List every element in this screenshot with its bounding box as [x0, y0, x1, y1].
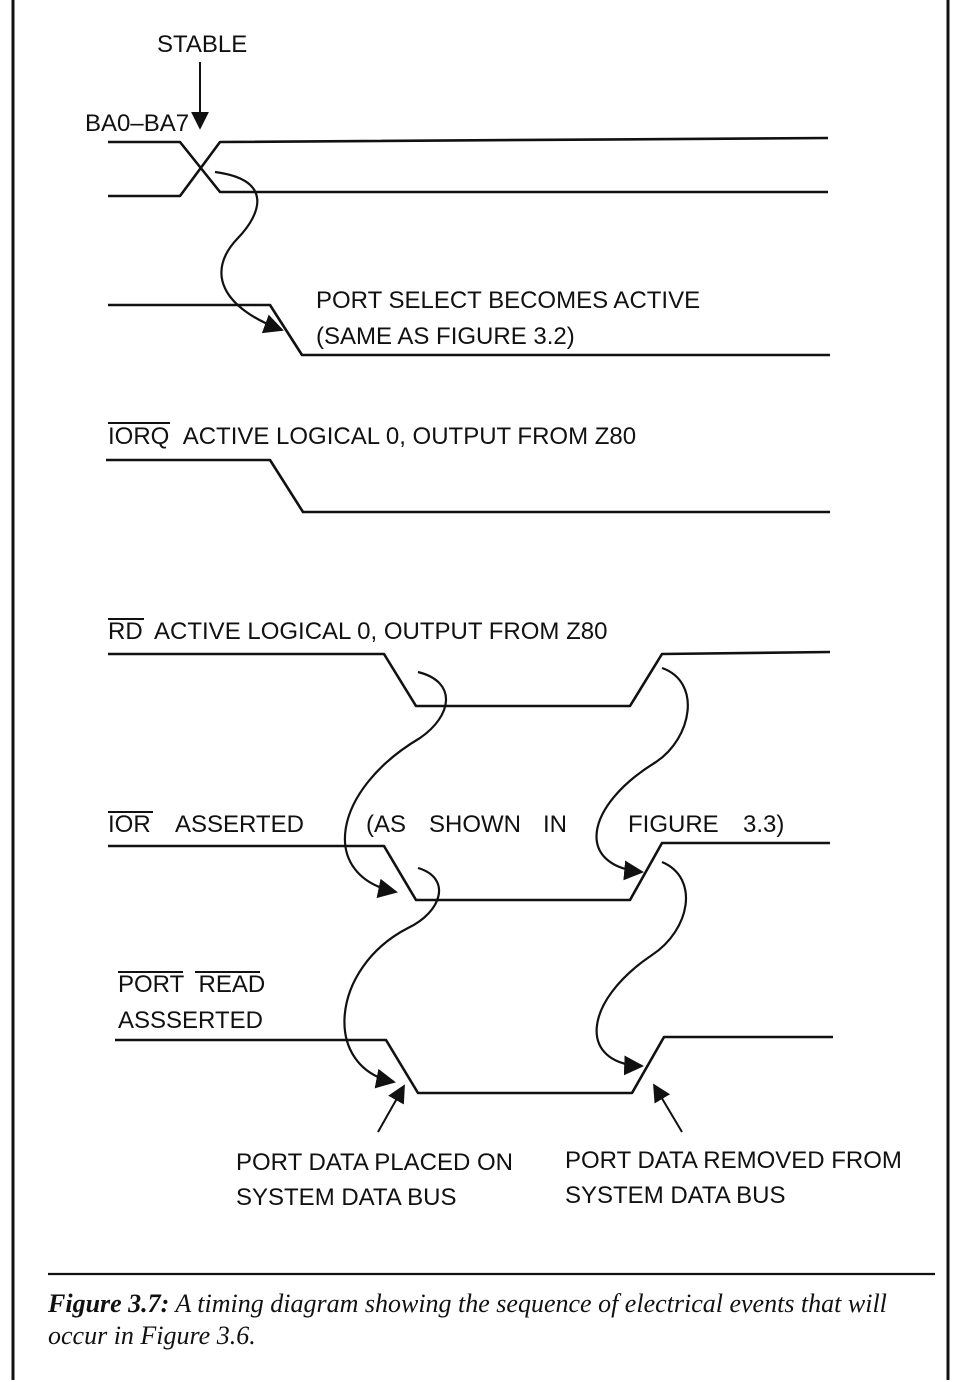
iorq-label: IORQ ACTIVE LOGICAL 0, OUTPUT FROM Z80 — [108, 423, 636, 450]
ior-rise-to-port-read-arrow — [595, 860, 688, 1076]
ba-to-port-select-arrow — [214, 170, 284, 334]
caption-label: Figure 3.7: — [48, 1289, 170, 1318]
caption-text: A timing diagram showing the sequence of… — [48, 1289, 887, 1350]
ior-to-port-read-arrow — [343, 866, 441, 1089]
stable-label: STABLE — [157, 31, 247, 58]
rd-to-ior-arrow — [344, 670, 448, 899]
ior-word-in: IN — [543, 811, 567, 838]
placed-pointer-arrow — [377, 1084, 405, 1133]
iorq-description: ACTIVE LOGICAL 0, OUTPUT FROM Z80 — [183, 423, 636, 450]
removed-label-line1: PORT DATA REMOVED FROM — [565, 1147, 902, 1174]
ior-word-asserted: ASSERTED — [175, 811, 304, 838]
port-read-waveform — [115, 1035, 833, 1095]
port-select-waveform — [108, 303, 830, 357]
port-read-word-port: PORT — [118, 971, 185, 998]
port-select-label-line2: (SAME AS FIGURE 3.2) — [316, 323, 575, 350]
port-select-label-line1: PORT SELECT BECOMES ACTIVE — [316, 287, 700, 314]
ior-name: IOR — [108, 811, 151, 838]
port-read-word-read: READ — [198, 971, 265, 998]
ior-word-figure: FIGURE — [628, 811, 719, 838]
removed-pointer-arrow — [653, 1083, 683, 1133]
placed-label-line1: PORT DATA PLACED ON — [236, 1149, 513, 1176]
rd-name: RD — [108, 618, 143, 645]
placed-label-line2: SYSTEM DATA BUS — [236, 1184, 457, 1211]
rd-label: RD ACTIVE LOGICAL 0, OUTPUT FROM Z80 — [108, 618, 607, 645]
iorq-name: IORQ — [108, 423, 169, 450]
ior-word-as: (AS — [366, 811, 406, 838]
ior-word-shown: SHOWN — [429, 811, 521, 838]
ior-word-number: 3.3) — [743, 811, 784, 838]
iorq-waveform — [106, 458, 830, 514]
removed-label-line2: SYSTEM DATA BUS — [565, 1182, 786, 1209]
ba-label: BA0–BA7 — [85, 110, 189, 137]
rd-description: ACTIVE LOGICAL 0, OUTPUT FROM Z80 — [154, 618, 607, 645]
port-read-label-line1: PORT READ — [118, 971, 265, 998]
rd-rise-to-ior-arrow — [595, 666, 689, 881]
rd-waveform — [108, 650, 831, 708]
ior-waveform — [108, 841, 830, 902]
figure-caption: Figure 3.7: A timing diagram showing the… — [48, 1288, 938, 1352]
port-read-label-line2: ASSSERTED — [118, 1007, 263, 1034]
ba-waveform — [108, 136, 829, 198]
figure-border — [11, 0, 950, 1380]
